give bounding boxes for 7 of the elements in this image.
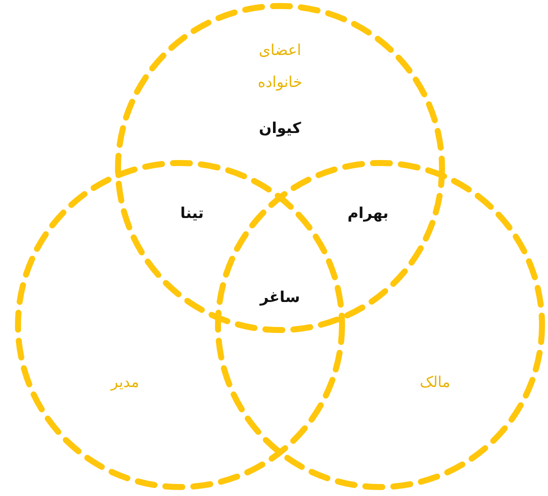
name-label: ساغر [260,288,300,306]
circle-title: مدیر [109,372,140,393]
name-label: کیوان [258,119,302,137]
circle-title: اعضای خانواده [256,40,304,93]
name-label: بهرام [348,204,388,222]
circle-title: مالک [418,372,452,393]
name-label: تینا [180,204,204,222]
